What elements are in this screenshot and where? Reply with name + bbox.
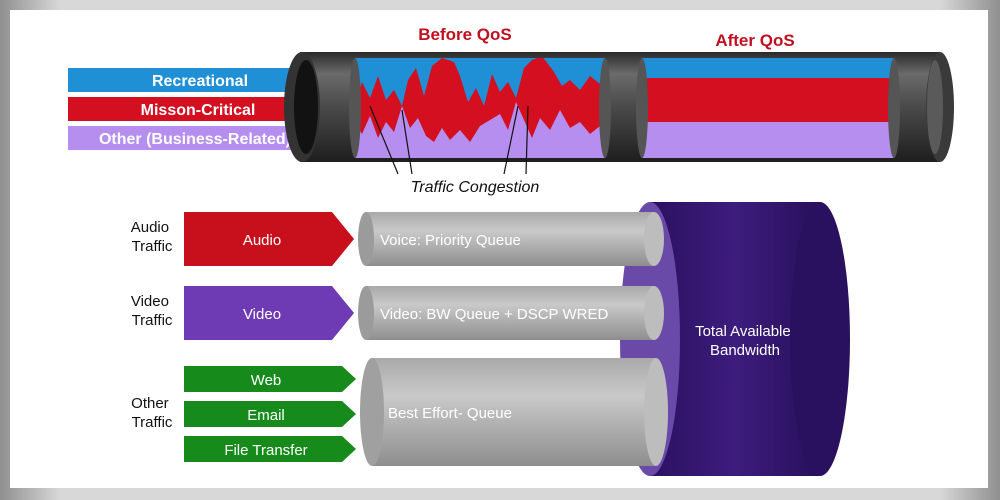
queue-video-label: Video: BW Queue + DSCP WRED — [380, 306, 608, 323]
stream-label-other: Other (Business-Related) — [99, 131, 291, 148]
after-other-band — [642, 122, 894, 158]
total-bandwidth-label: Total Available Bandwidth — [695, 323, 795, 359]
arrow-web-label: Web — [251, 372, 282, 389]
total-bandwidth-line-2: Bandwidth — [710, 342, 780, 359]
arrow-web: Web — [184, 366, 356, 392]
total-bandwidth-cylinder: Total Available Bandwidth — [620, 202, 850, 476]
queue-voice: Voice: Priority Queue — [358, 212, 664, 266]
queue-voice-label: Voice: Priority Queue — [380, 232, 521, 249]
after-mission-critical-band — [642, 78, 894, 122]
incoming-streams: Recreational Misson-Critical Other (Busi… — [68, 68, 318, 150]
arrow-video-label: Video — [243, 306, 281, 323]
stream-band-recreational — [68, 68, 318, 92]
arrow-file-transfer: File Transfer — [184, 436, 356, 462]
queue-video: Video: BW Queue + DSCP WRED — [358, 286, 664, 340]
before-other-area — [355, 102, 605, 158]
qos-diagram: Before QoS After QoS Recreational Misson… — [68, 25, 954, 476]
total-bandwidth-line-1: Total Available — [695, 323, 791, 340]
after-recreational-band — [642, 58, 894, 78]
stream-label-recreational: Recreational — [152, 73, 248, 90]
audio-traffic-label: Audio Traffic — [131, 219, 174, 255]
audio-traffic-line-1: Audio — [131, 219, 169, 236]
queue-best-effort-label: Best Effort- Queue — [388, 405, 512, 422]
audio-traffic-line-2: Traffic — [132, 238, 173, 255]
stream-band-other — [68, 126, 318, 150]
diagram-panel: Before QoS After QoS Recreational Misson… — [10, 10, 988, 488]
arrow-file-transfer-label: File Transfer — [224, 442, 307, 459]
other-traffic-line-2: Traffic — [132, 414, 173, 431]
before-qos-heading: Before QoS — [418, 25, 512, 44]
congestion-pointers — [369, 105, 529, 175]
queue-best-effort: Best Effort- Queue — [360, 358, 668, 466]
arrow-audio: Audio — [184, 212, 354, 266]
arrow-video: Video — [184, 286, 354, 340]
video-traffic-line-1: Video — [131, 293, 169, 310]
stream-band-mission-critical — [68, 97, 318, 121]
after-qos-window — [636, 58, 900, 158]
video-traffic-line-2: Traffic — [132, 312, 173, 329]
traffic-congestion-caption: Traffic Congestion — [411, 179, 540, 196]
other-traffic-label: Other Traffic — [131, 395, 173, 431]
other-traffic-line-1: Other — [131, 395, 169, 412]
stream-label-mission-critical: Misson-Critical — [141, 102, 256, 119]
arrow-audio-label: Audio — [243, 232, 281, 249]
video-traffic-label: Video Traffic — [131, 293, 173, 329]
after-qos-heading: After QoS — [715, 31, 794, 50]
before-qos-window — [349, 58, 611, 158]
arrow-email-label: Email — [247, 407, 285, 424]
arrow-email: Email — [184, 401, 356, 427]
